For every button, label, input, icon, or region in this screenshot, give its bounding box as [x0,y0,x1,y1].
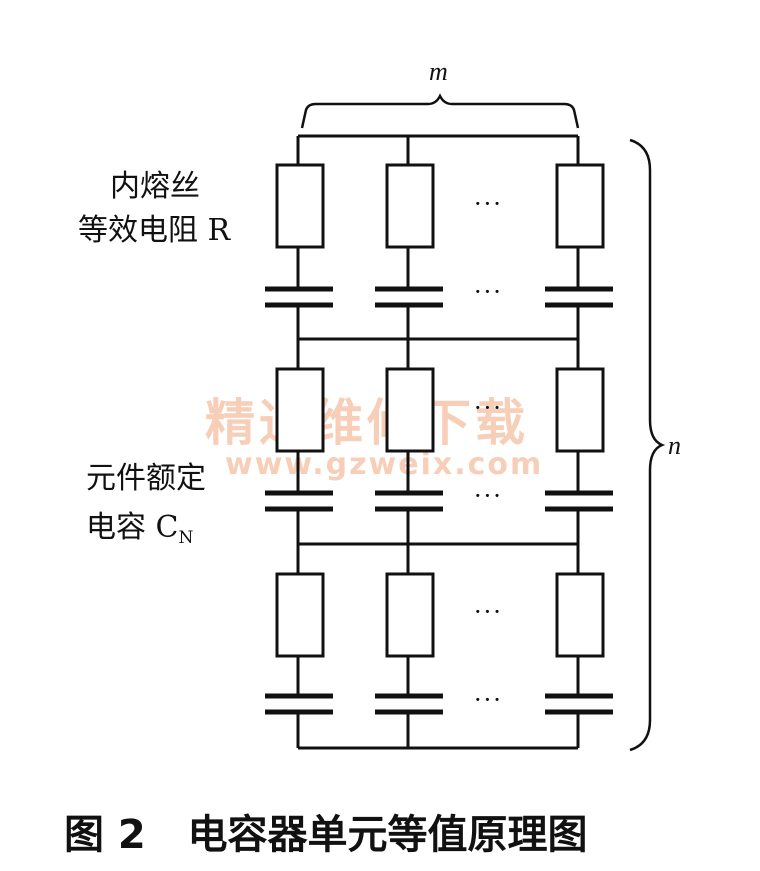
fuse-resistor [275,367,325,453]
watermark-line1: 精通维修下载 [205,394,529,452]
ellipsis-capacitors: ··· [474,482,503,510]
label-capacitance-subscript: N [179,528,194,548]
ellipsis-capacitors: ··· [474,278,503,306]
fuse-resistor [385,367,435,453]
brace-n [629,138,666,752]
fuse-resistor [275,572,325,658]
label-fuse-line1: 内熔丝 [110,169,200,204]
fuse-resistor [275,163,325,249]
figure-caption: 图 2 电容器单元等值原理图 [64,812,588,858]
watermark-line2: www.gzweix.com [225,447,543,482]
ellipsis-resistors: ··· [474,190,503,218]
label-capacitance-line2: 电容 CN [86,510,194,548]
label-capacitance-line1: 元件额定 [86,461,206,496]
ellipsis-resistors: ··· [474,394,503,422]
fuse-resistor [555,367,605,453]
brace-m [300,93,580,129]
label-n: n [668,431,681,460]
fuse-resistor [385,572,435,658]
ellipsis-resistors: ··· [474,598,503,626]
label-fuse-line2: 等效电阻 R [78,213,232,248]
label-m: m [429,57,448,86]
ellipsis-capacitors: ··· [474,686,503,714]
label-capacitance-main: 电容 C [86,510,179,545]
fuse-resistor [385,163,435,249]
fuse-resistor [555,163,605,249]
fuse-resistor [555,572,605,658]
